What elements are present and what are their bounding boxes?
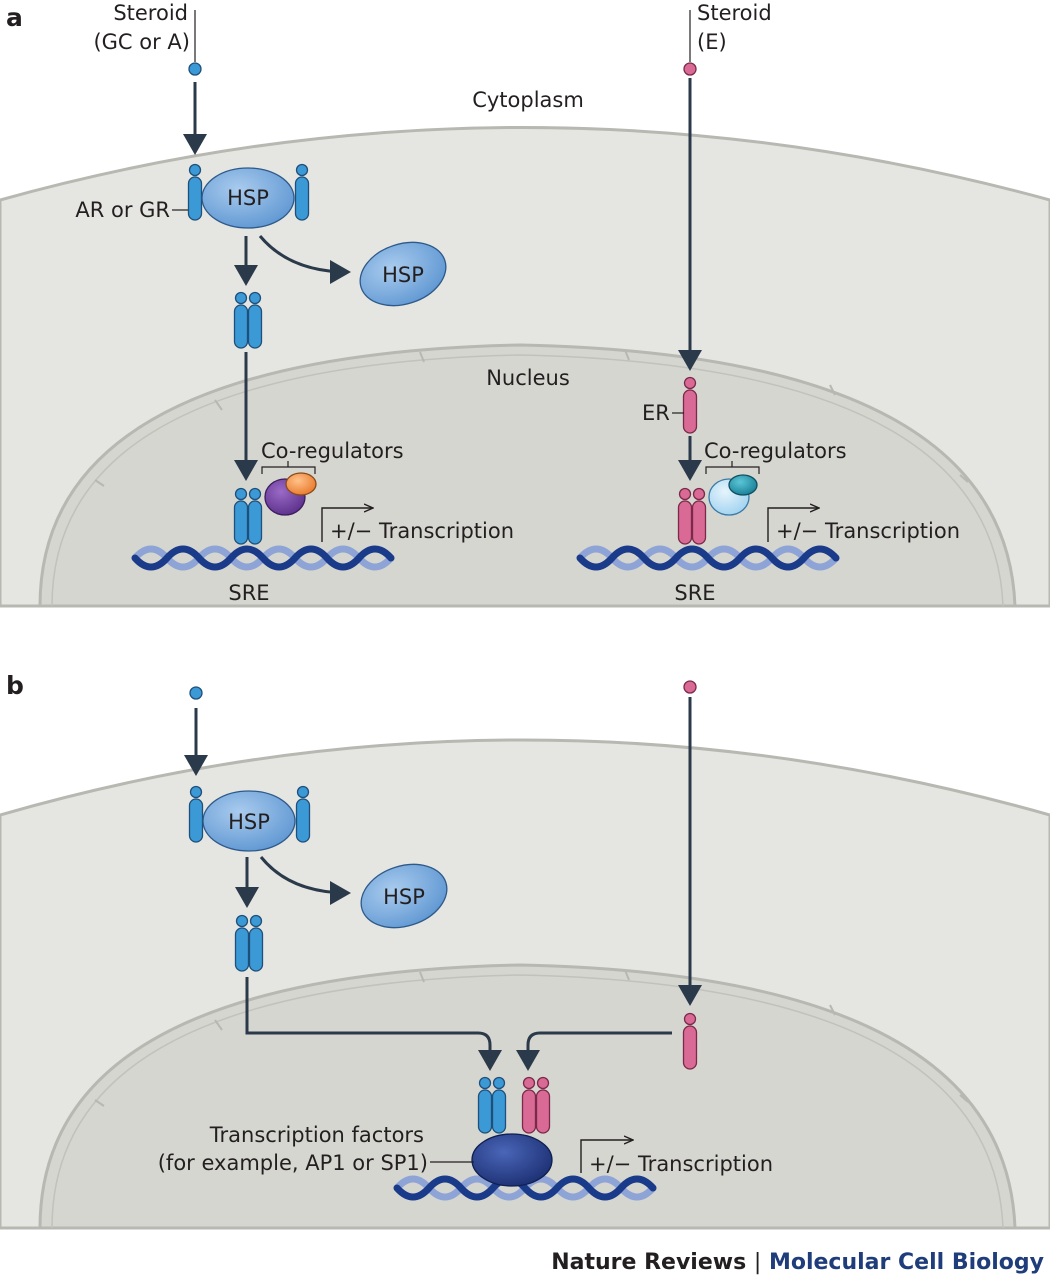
nucleus-label: Nucleus xyxy=(486,366,570,390)
tf-label-line2: (for example, AP1 or SP1) xyxy=(158,1151,428,1175)
steroid-label-left-2: (GC or A) xyxy=(93,30,190,54)
receptor-monomer-b xyxy=(188,785,204,843)
transcription-label-right: +/− Transcription xyxy=(776,519,960,543)
coregulators-label-left: Co-regulators xyxy=(261,439,404,463)
panel-label-a: a xyxy=(6,3,23,32)
receptor-monomer-ar-gr-2 xyxy=(294,163,310,221)
journal-credit: Nature Reviews | Molecular Cell Biology xyxy=(551,1250,1044,1275)
steroid-gc-a-molecule-b xyxy=(189,686,203,700)
hsp-bound-label-b: HSP xyxy=(228,810,270,834)
steroid-e-molecule xyxy=(683,62,697,76)
journal-name: Nature Reviews xyxy=(551,1250,747,1275)
panel-a: a Steroid (GC or A) Steroid (E) Cytoplas… xyxy=(0,1,1050,608)
steroid-label-left-1: Steroid xyxy=(113,1,188,25)
receptor-monomer-ar-gr xyxy=(187,163,203,221)
coregulator-orange xyxy=(285,472,317,496)
transcription-label-left: +/− Transcription xyxy=(330,519,514,543)
hsp-released-a xyxy=(359,241,447,307)
panel-label-b: b xyxy=(6,671,24,700)
nuclear-pores-a xyxy=(94,349,969,487)
er-monomer-a xyxy=(682,376,698,434)
coregulators-label-right: Co-regulators xyxy=(704,439,847,463)
sre-label-left: SRE xyxy=(228,581,269,605)
steroid-e-molecule-b xyxy=(683,680,697,694)
receptor-label-ar-gr: AR or GR xyxy=(75,198,170,222)
nuclear-pores-b xyxy=(94,969,969,1107)
steroid-gc-a-molecule xyxy=(188,62,202,76)
transcription-label-b: +/− Transcription xyxy=(589,1152,773,1176)
hsp-bound-b xyxy=(202,790,296,852)
steroid-label-right-1: Steroid xyxy=(697,1,772,25)
hsp-bound-a xyxy=(201,167,295,229)
subjournal-name: Molecular Cell Biology xyxy=(768,1250,1044,1275)
transcription-factor-complex xyxy=(471,1133,553,1187)
hsp-released-label-a: HSP xyxy=(382,263,424,287)
receptor-label-er: ER xyxy=(642,401,670,425)
panel-b: b HSP HSP Transcription factors (for exa… xyxy=(0,671,1050,1230)
steroid-label-right-2: (E) xyxy=(697,30,727,54)
hsp-bound-label-a: HSP xyxy=(227,186,269,210)
coregulator-teal xyxy=(728,474,758,496)
receptor-monomer-b-2 xyxy=(295,785,311,843)
tf-label-line1: Transcription factors xyxy=(209,1123,424,1147)
hsp-released-label-b: HSP xyxy=(383,885,425,909)
sre-label-right: SRE xyxy=(674,581,715,605)
nucleus-envelope-a xyxy=(38,343,1017,608)
er-monomer-b xyxy=(682,1012,698,1070)
hsp-released-b xyxy=(360,863,448,929)
journal-separator: | xyxy=(753,1250,762,1275)
cytoplasm-label: Cytoplasm xyxy=(472,88,584,112)
